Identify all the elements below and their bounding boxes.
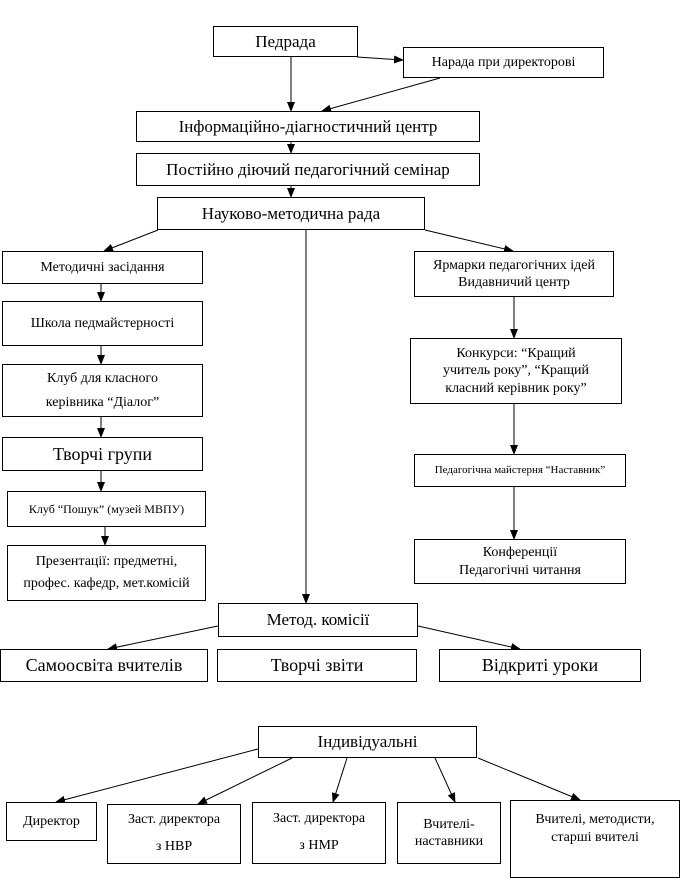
- indyvidualni-label: Індивідуальні: [317, 732, 418, 752]
- dyrektor-box: Директор: [6, 802, 97, 841]
- pedrada-label: Педрада: [255, 31, 316, 51]
- maysternya-label: Педагогічна майстерня “Наставник”: [434, 463, 606, 476]
- vchyteli-metodysty-box: Вчителі, методисти, старші вчителі: [510, 800, 680, 878]
- arrow-ind-nvr: [197, 757, 293, 805]
- konkursy-box: Конкурси: “Кращий учитель року”, “Кращий…: [410, 338, 622, 404]
- arrow-ind-nmr: [331, 757, 348, 803]
- seminar-box: Постійно діючий педагогічний семінар: [136, 153, 480, 186]
- metod-komisii-label: Метод. комісії: [266, 610, 370, 630]
- arrow-pedrada-narada: [356, 55, 404, 64]
- tvorchi-zvity-label: Творчі звіти: [270, 655, 364, 676]
- indyvidualni-box: Індивідуальні: [258, 726, 477, 758]
- arrow-ind-metodysty: [477, 757, 581, 801]
- yarmarky-box: Ярмарки педагогічних ідей Видавничий цен…: [414, 251, 614, 297]
- narada-label: Нарада при директорові: [431, 54, 576, 70]
- klub-poshuk-label: Клуб “Пошук” (музей МВПУ): [28, 501, 185, 516]
- vchyteli-metodysty-label: Вчителі, методисти, старші вчителі: [535, 812, 655, 845]
- pedrada-box: Педрада: [213, 26, 358, 57]
- dyrektor-label: Директор: [23, 813, 80, 829]
- arrow-komisii-vidkryti: [417, 625, 521, 651]
- konferentsii-box: Конференції Педагогічні читання: [414, 539, 626, 584]
- klub-dialog-label: Клуб для класного керівника “Діалог”: [45, 370, 160, 410]
- arrow-nmr-yarmarky: [424, 229, 514, 253]
- vidkryti-uroky-label: Відкриті уроки: [481, 655, 599, 676]
- zast-nmr-label: Заст. директора з НМР: [272, 811, 366, 853]
- prezentatsii-label: Презентації: предметні, профес. кафедр, …: [23, 553, 190, 591]
- konferentsii-label: Конференції Педагогічні читання: [459, 545, 581, 578]
- info-center-label: Інформаційно-діагностичний центр: [178, 116, 438, 136]
- zast-nvr-label: Заст. директора з НВР: [127, 812, 221, 854]
- arrow-ind-dyrektor: [55, 748, 259, 804]
- arrow-narada-info: [321, 77, 441, 113]
- samoosvita-box: Самоосвіта вчителів: [0, 649, 208, 682]
- yarmarky-label: Ярмарки педагогічних ідей Видавничий цен…: [432, 257, 596, 291]
- arrow-ind-nastavnyky: [434, 757, 456, 803]
- shkola-box: Школа педмайстерності: [2, 301, 203, 346]
- klub-poshuk-box: Клуб “Пошук” (музей МВПУ): [7, 491, 206, 527]
- tvorchi-grupy-box: Творчі групи: [2, 437, 203, 471]
- tvorchi-zvity-box: Творчі звіти: [217, 649, 417, 682]
- prezentatsii-box: Презентації: предметні, профес. кафедр, …: [7, 545, 206, 601]
- seminar-label: Постійно діючий педагогічний семінар: [166, 159, 450, 179]
- maysternya-box: Педагогічна майстерня “Наставник”: [414, 454, 626, 487]
- samoosvita-label: Самоосвіта вчителів: [25, 655, 183, 676]
- nmr-label: Науково-методична рада: [201, 203, 381, 223]
- zast-nmr-box: Заст. директора з НМР: [252, 802, 386, 864]
- tvorchi-grupy-label: Творчі групи: [53, 443, 152, 464]
- nmr-box: Науково-методична рада: [157, 197, 425, 230]
- metod-zasidannya-label: Методичні засідання: [40, 259, 165, 275]
- arrow-nmr-metod: [103, 229, 159, 252]
- arrow-komisii-samoosvita: [107, 625, 219, 652]
- vchyteli-nastavnyky-label: Вчителі- наставники: [414, 816, 484, 850]
- shkola-label: Школа педмайстерності: [30, 315, 175, 331]
- info-center-box: Інформаційно-діагностичний центр: [136, 111, 480, 142]
- konkursy-label: Конкурси: “Кращий учитель року”, “Кращий…: [442, 345, 590, 396]
- narada-box: Нарада при директорові: [403, 47, 604, 78]
- metod-zasidannya-box: Методичні засідання: [2, 251, 203, 284]
- zast-nvr-box: Заст. директора з НВР: [107, 804, 241, 864]
- metod-komisii-box: Метод. комісії: [218, 603, 418, 637]
- vchyteli-nastavnyky-box: Вчителі- наставники: [397, 802, 501, 864]
- vidkryti-uroky-box: Відкриті уроки: [439, 649, 641, 682]
- klub-dialog-box: Клуб для класного керівника “Діалог”: [2, 364, 203, 417]
